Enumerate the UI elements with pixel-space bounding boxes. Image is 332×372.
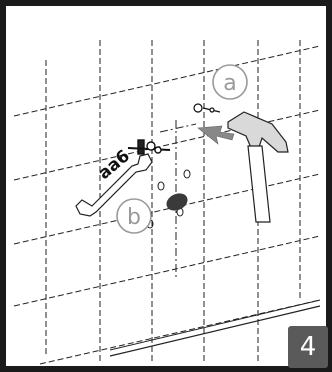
- step-number-badge: 4: [288, 326, 328, 368]
- diagram-border: [3, 3, 329, 369]
- callout-b-label: b: [127, 205, 141, 230]
- callout-a-label: a: [223, 71, 236, 96]
